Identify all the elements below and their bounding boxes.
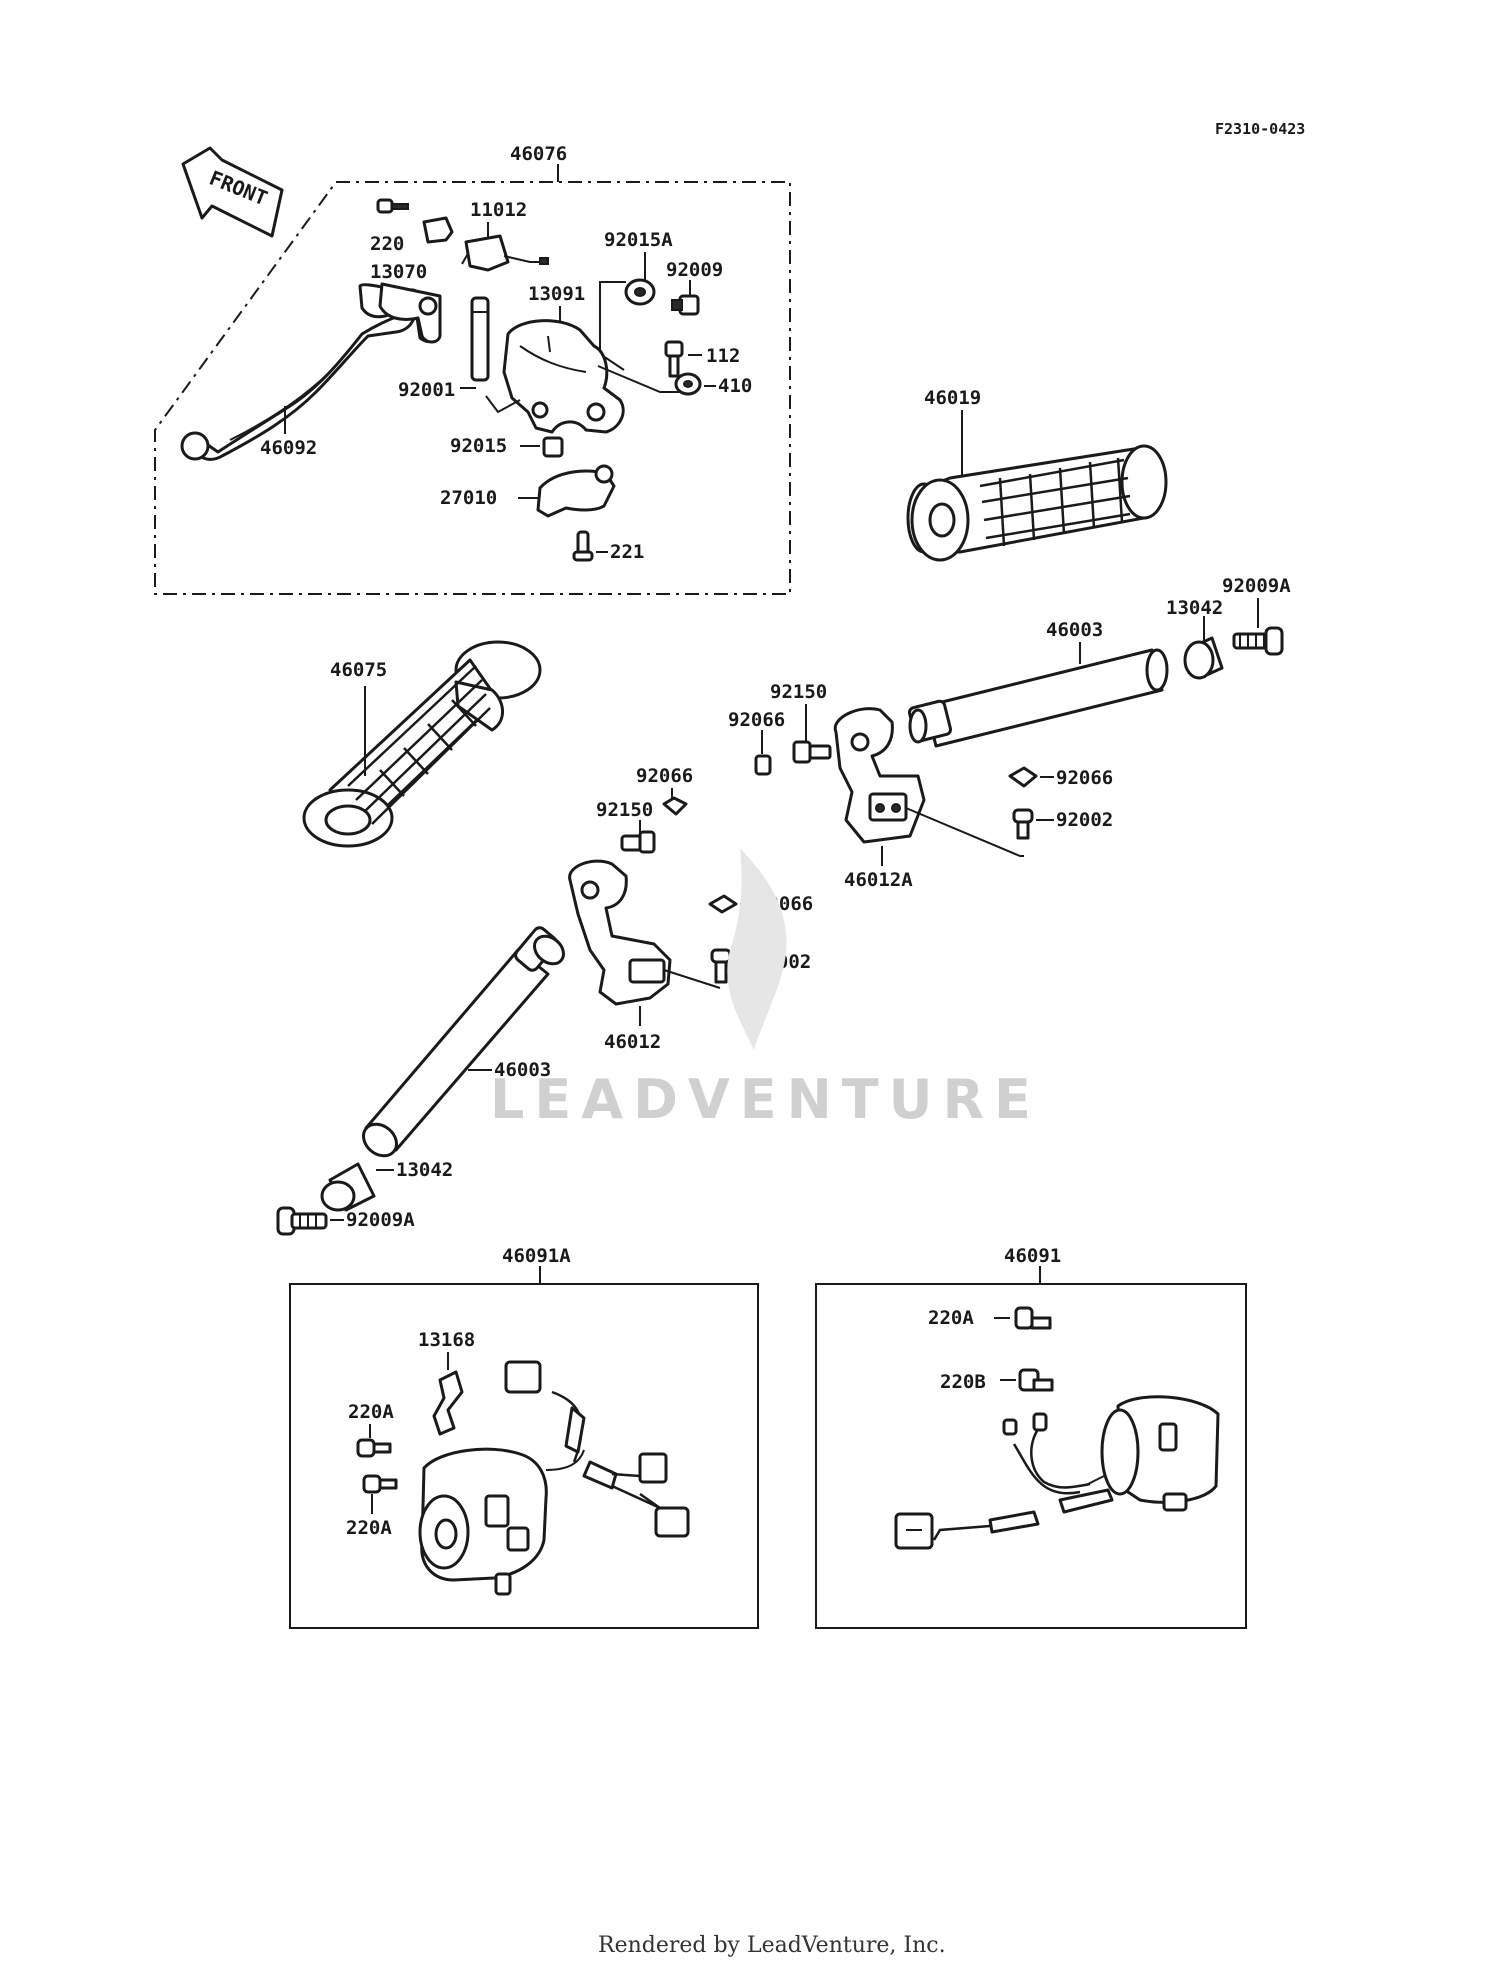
weight-13042-bot-part xyxy=(320,1162,376,1212)
label-92001[interactable]: 92001 xyxy=(398,379,455,401)
left-switch-group: 46091A 13168 220A 220A xyxy=(289,1245,759,1629)
screw-220B-part xyxy=(1018,1368,1054,1392)
label-220A-2[interactable]: 220A xyxy=(346,1517,392,1539)
label-92150-top[interactable]: 92150 xyxy=(770,681,827,703)
label-46019[interactable]: 46019 xyxy=(924,387,981,409)
label-92015[interactable]: 92015 xyxy=(450,435,507,457)
label-410[interactable]: 410 xyxy=(718,375,752,397)
label-46092[interactable]: 46092 xyxy=(260,437,317,459)
bracket-13070-part xyxy=(422,216,454,244)
label-13042-top[interactable]: 13042 xyxy=(1166,597,1223,619)
washer-92015A-part xyxy=(624,278,656,306)
holder-46012A-part xyxy=(833,707,1024,857)
label-92015A[interactable]: 92015A xyxy=(604,229,673,251)
label-112[interactable]: 112 xyxy=(706,345,740,367)
figure-code: F2310-0423 xyxy=(1215,120,1305,138)
grip-46075-part xyxy=(302,640,542,848)
label-46012A[interactable]: 46012A xyxy=(844,869,913,891)
handlebar-46003-bot-part xyxy=(362,926,565,1158)
label-46091[interactable]: 46091 xyxy=(1004,1245,1061,1267)
label-220A-3[interactable]: 220A xyxy=(928,1307,974,1329)
lever-holder-part xyxy=(485,319,680,434)
label-221[interactable]: 221 xyxy=(610,541,644,563)
bolt-92009-part xyxy=(671,294,700,316)
watermark-text: LEADVENTURE xyxy=(490,1068,1041,1131)
bolt-92009A-bot-part xyxy=(276,1206,328,1236)
nut-92066-top-part xyxy=(754,754,772,776)
label-92066-right1[interactable]: 92066 xyxy=(1056,767,1113,789)
label-46003-top[interactable]: 46003 xyxy=(1046,619,1103,641)
bolt-112-part xyxy=(664,340,684,378)
bolt-92009A-top-part xyxy=(1232,626,1284,656)
label-46076[interactable]: 46076 xyxy=(510,143,567,165)
label-46003-bot[interactable]: 46003 xyxy=(494,1059,551,1081)
screw-221-part xyxy=(572,530,594,562)
screw-220A-1-part xyxy=(356,1438,392,1458)
washer-410-part xyxy=(674,372,702,396)
label-92066-mid[interactable]: 92066 xyxy=(636,765,693,787)
front-arrow-icon: FRONT xyxy=(181,146,284,238)
label-92009[interactable]: 92009 xyxy=(666,259,723,281)
bolt-92150-top-part xyxy=(792,740,832,764)
label-46091A[interactable]: 46091A xyxy=(502,1245,571,1267)
left-switch-wiring-part xyxy=(504,1360,690,1538)
screw-220-part xyxy=(376,198,409,214)
label-27010[interactable]: 27010 xyxy=(440,487,497,509)
nut-92015-part xyxy=(542,436,564,458)
clutch-lever-part xyxy=(180,282,442,461)
bracket-27010-part xyxy=(536,464,616,518)
label-92150-mid[interactable]: 92150 xyxy=(596,799,653,821)
label-13091[interactable]: 13091 xyxy=(528,283,585,305)
screw-92002-right1-part xyxy=(1012,808,1034,840)
screw-220A-2-part xyxy=(362,1474,398,1494)
label-92002-right1[interactable]: 92002 xyxy=(1056,809,1113,831)
label-220B[interactable]: 220B xyxy=(940,1371,986,1393)
nut-92066-right2-part xyxy=(708,894,738,914)
label-92009A-top[interactable]: 92009A xyxy=(1222,575,1291,597)
label-92009A-bot[interactable]: 92009A xyxy=(346,1209,415,1231)
label-92066-top[interactable]: 92066 xyxy=(728,709,785,731)
right-switch-housing-part xyxy=(1087,1395,1220,1512)
handlebar-46003-top-part xyxy=(907,648,1169,748)
label-46075[interactable]: 46075 xyxy=(330,659,387,681)
label-11012[interactable]: 11012 xyxy=(470,199,527,221)
footer-credit: Rendered by LeadVenture, Inc. xyxy=(598,1933,946,1958)
right-switch-group: 46091 220A 220B xyxy=(815,1245,1247,1629)
bolt-92150-mid-part xyxy=(620,830,656,854)
label-220[interactable]: 220 xyxy=(370,233,404,255)
label-13070[interactable]: 13070 xyxy=(370,261,427,283)
left-switch-housing-part xyxy=(418,1447,585,1596)
watermark: LEADVENTURE xyxy=(490,848,1041,1131)
bracket-13168-part xyxy=(432,1370,464,1436)
label-46012[interactable]: 46012 xyxy=(604,1031,661,1053)
nut-92066-right1-part xyxy=(1008,766,1038,788)
throttle-grip-46019-part xyxy=(906,444,1168,562)
label-13168[interactable]: 13168 xyxy=(418,1329,475,1351)
weight-13042-top-part xyxy=(1183,636,1224,680)
pin-92001-part xyxy=(470,296,490,382)
nut-92066-mid-part xyxy=(662,796,688,816)
label-13042-bot[interactable]: 13042 xyxy=(396,1159,453,1181)
switch-11012-part xyxy=(464,234,549,272)
label-220A-1[interactable]: 220A xyxy=(348,1401,394,1423)
screw-220A-3-part xyxy=(1014,1306,1052,1330)
lever-assembly-group: 46076 46092 220 13070 11012 xyxy=(154,143,791,595)
right-switch-wiring-part xyxy=(894,1412,1114,1550)
screw-92002-right2-part xyxy=(710,948,732,984)
holder-46012-part xyxy=(568,859,721,1006)
